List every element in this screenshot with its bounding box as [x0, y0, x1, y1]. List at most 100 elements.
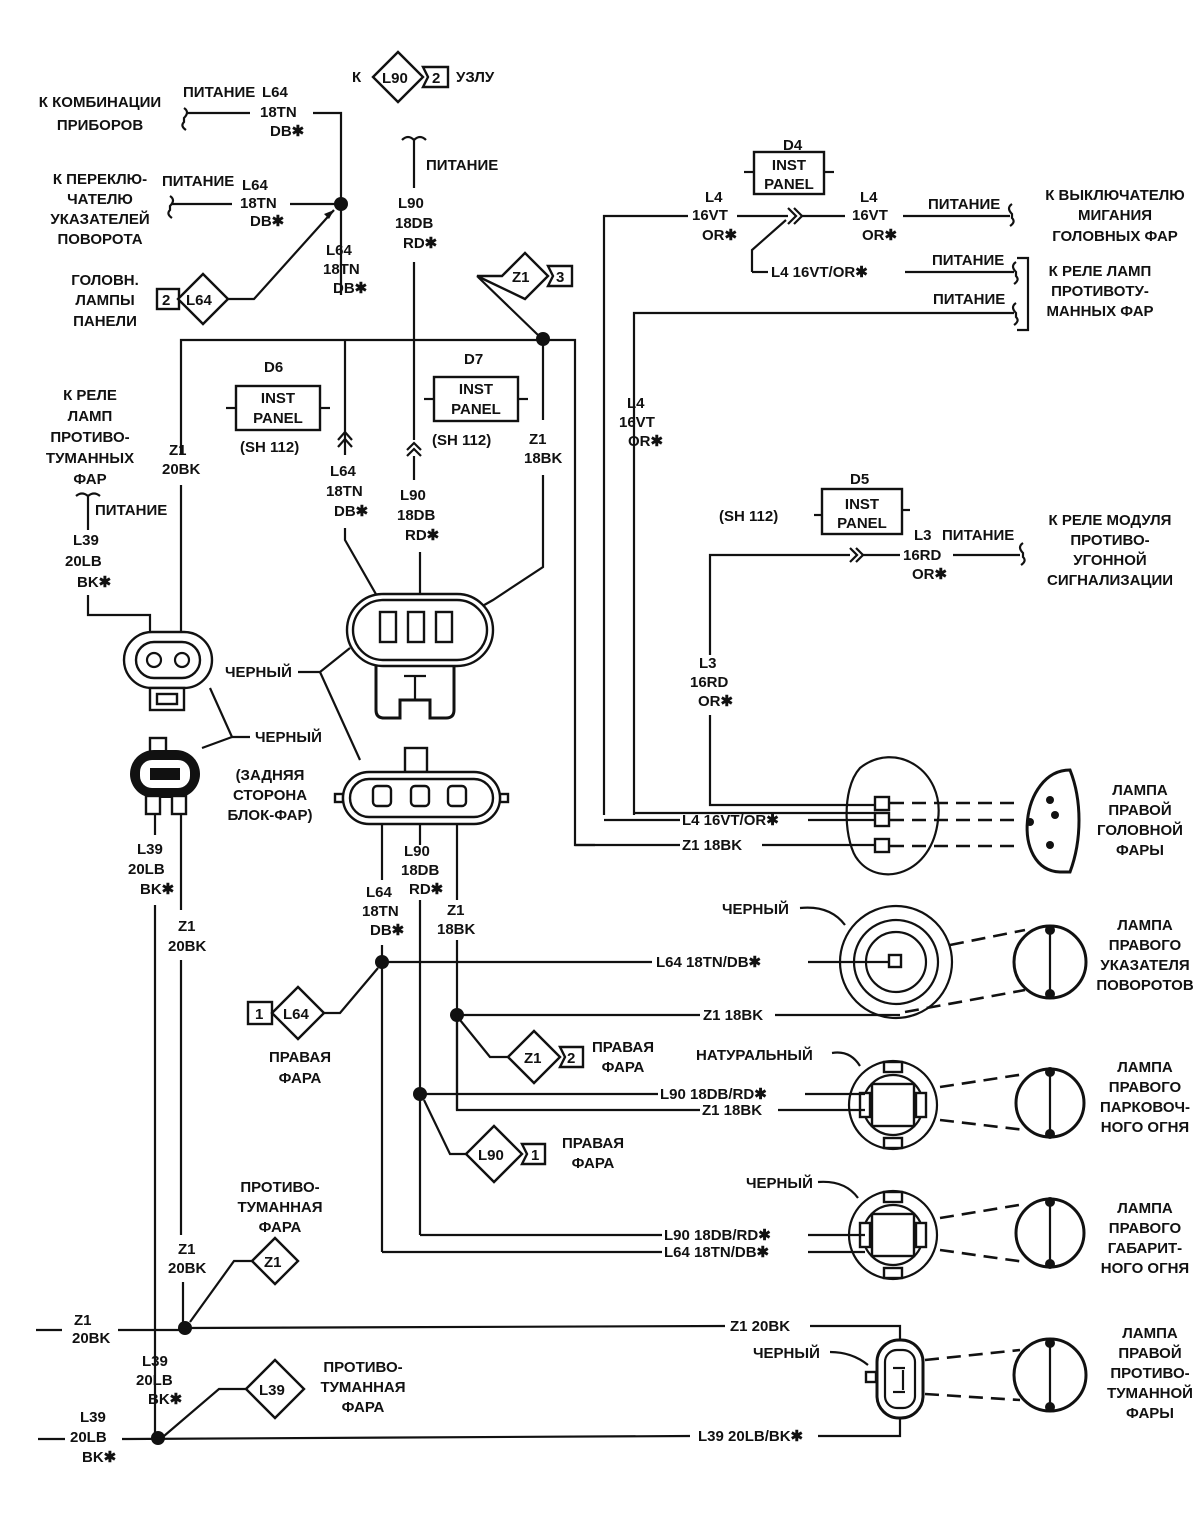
wire-label: L4 16VT/OR✱ — [682, 812, 779, 829]
fog-lamp-connector — [130, 736, 200, 910]
wire-label: DB✱ — [370, 922, 405, 939]
color-label: ЧЕРНЫЙ — [255, 728, 322, 746]
wire-label: DB✱ — [270, 123, 305, 140]
lower-wire-labels: L90 18DB RD✱ L64 18TN DB✱ Z1 18BK L39 20… — [128, 841, 476, 1440]
wire-label: L4 — [860, 189, 878, 206]
lamp-marker: ЧЕРНЫЙ L90 18DB/RD✱ L64 18TN/DB✱ ЛАМПА П… — [382, 1174, 1189, 1281]
wire-label: 20BK — [168, 938, 207, 955]
splice-flag — [520, 1142, 547, 1166]
connector-line1: INST — [845, 496, 879, 513]
label-power: ПИТАНИЕ — [933, 291, 1005, 308]
label-turn-switch: ПОВОРОТА — [57, 231, 142, 248]
lamp-label: ПРАВОГО — [1109, 1079, 1182, 1096]
terminal-symbol — [1018, 542, 1026, 566]
label-fog-relay: ФАР — [73, 471, 106, 488]
label-panel-lamps: ЛАМПЫ — [75, 292, 134, 309]
wire-label: Z1 — [529, 431, 547, 448]
inline-connector-icon — [337, 430, 353, 448]
lamp-fog: Z1 20BK ЧЕРНЫЙ L39 20LB/BK✱ ЛАМПА ПРАВОЙ… — [698, 1318, 1193, 1445]
wire-label: 18BK — [524, 450, 563, 467]
splice-node: Z1 — [524, 1050, 542, 1067]
wire-label: 16VT — [619, 414, 655, 431]
l4-circuits: D4 INST PANEL L4 16VT OR✱ L4 16VT OR✱ ПИ… — [602, 137, 1185, 815]
label-power: ПИТАНИЕ — [162, 173, 234, 190]
wire-label: Z1 — [169, 442, 187, 459]
splice-flag — [558, 1045, 585, 1069]
splice-diamond — [476, 251, 550, 301]
wire-label: L3 — [914, 527, 932, 544]
splice-label: ПРОТИВО- — [240, 1179, 319, 1196]
label-antitheft: СИГНАЛИЗАЦИИ — [1047, 572, 1173, 589]
wire-label: 18TN — [260, 104, 297, 121]
lamp-label: ГОЛОВНОЙ — [1097, 821, 1183, 839]
terminal-symbol — [1011, 261, 1019, 285]
wire-label: L4 — [705, 189, 723, 206]
label-panel-lamps: ГОЛОВН. — [71, 272, 139, 289]
splice-diamond — [464, 1124, 524, 1184]
terminal-symbol — [1011, 302, 1019, 326]
wire-label: L4 16VT/OR✱ — [771, 264, 868, 281]
label-fog-relay: ТУМАННЫХ — [46, 450, 134, 467]
wire-label: L64 — [262, 84, 289, 101]
wire-label: BK✱ — [82, 1449, 117, 1466]
splice-label: ФАРА — [279, 1070, 322, 1087]
wire-label: 20BK — [162, 461, 201, 478]
wire-label: BK✱ — [140, 881, 175, 898]
wire-label: 20BK — [168, 1260, 207, 1277]
splice-flag — [421, 65, 450, 89]
wire-label: L64 — [330, 463, 357, 480]
label-fog-relay: К РЕЛЕ ЛАМП — [1049, 263, 1152, 280]
label-flash-switch: К ВЫКЛЮЧАТЕЛЮ — [1045, 187, 1185, 204]
wire-label: BK✱ — [77, 574, 112, 591]
wire-label: L39 — [142, 1353, 168, 1370]
wire-label: L39 — [137, 841, 163, 858]
ref-suffix: УЗЛУ — [456, 69, 495, 86]
wire-label: 20BK — [72, 1330, 111, 1347]
lamp-label: ПРОТИВО- — [1110, 1365, 1189, 1382]
label-antitheft: ПРОТИВО- — [1070, 532, 1149, 549]
color-label: ЧЕРНЫЙ — [722, 900, 789, 918]
ref-l90-node: К L90 2 УЗЛУ — [352, 50, 495, 104]
splice-num: 1 — [531, 1147, 539, 1164]
splice-node: L39 — [259, 1382, 285, 1399]
splice-flag — [546, 264, 574, 288]
splice-label: ПРАВАЯ — [592, 1039, 654, 1056]
color-label: ЧЕРНЫЙ — [753, 1344, 820, 1362]
label-flash-switch: МИГАНИЯ — [1078, 207, 1152, 224]
splice-label: ФАРА — [259, 1219, 302, 1236]
color-label: НАТУРАЛЬНЫЙ — [696, 1046, 813, 1064]
splice-diamond — [371, 50, 425, 104]
splice-num: 3 — [556, 269, 564, 286]
l90-feed: ПИТАНИЕ L90 18DB RD✱ Z1 3 — [395, 135, 574, 440]
wire-label: 20LB — [136, 1372, 173, 1389]
lamp-label: ПРАВОГО — [1109, 1220, 1182, 1237]
label-fog-relay: ПРОТИВОТУ- — [1051, 283, 1149, 300]
l3-circuit: (SH 112) D5 INST PANEL L3 ПИТАНИЕ 16RD O… — [690, 471, 1173, 807]
lamp-socket — [845, 756, 940, 876]
wire-label: 16VT — [852, 207, 888, 224]
wire-label: L90 — [398, 195, 424, 212]
label-antitheft: УГОННОЙ — [1073, 551, 1146, 569]
wire-label: 18BK — [437, 921, 476, 938]
terminal-symbol — [181, 107, 189, 131]
wire-label: L90 18DB/RD✱ — [660, 1086, 767, 1103]
sheet-ref: (SH 112) — [432, 432, 491, 449]
splice-diamond — [506, 1029, 562, 1085]
ref-num: 2 — [432, 70, 440, 87]
lamp-label: ПАРКОВОЧ- — [1100, 1099, 1190, 1116]
connector-id: D6 — [264, 359, 283, 376]
lamp-label: ГАБАРИТ- — [1108, 1240, 1182, 1257]
wire-label: 16RD — [690, 674, 729, 691]
splice-label: ТУМАННАЯ — [320, 1379, 405, 1396]
lamp-label: ПРАВОЙ — [1108, 801, 1171, 819]
connector-d6: D6 INST PANEL (SH 112) L64 18TN DB✱ — [226, 340, 386, 611]
label-rear-side: (ЗАДНЯЯ — [236, 767, 305, 784]
connector-box — [234, 384, 322, 432]
wire-label: L39 — [80, 1409, 106, 1426]
connector-id: D4 — [783, 137, 803, 154]
lamp-label: ФАРЫ — [1116, 842, 1164, 859]
splice-node: Z1 — [512, 269, 530, 286]
label-power: ПИТАНИЕ — [932, 252, 1004, 269]
color-label: ЧЕРНЫЙ — [746, 1174, 813, 1192]
